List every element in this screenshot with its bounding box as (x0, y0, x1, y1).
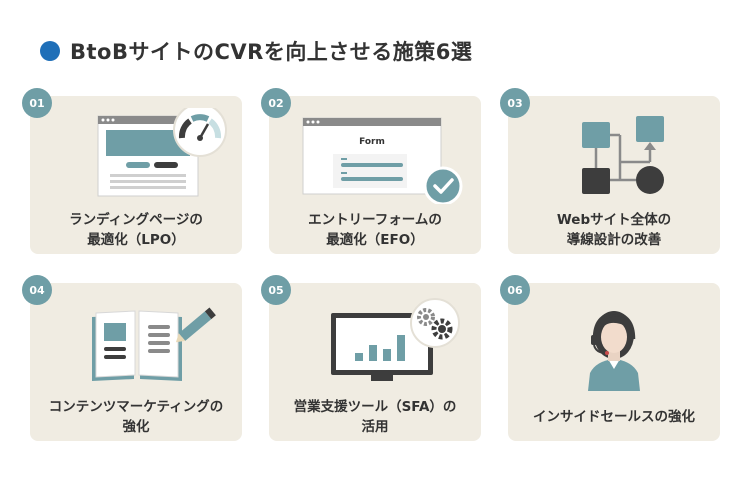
card-label: ランディングページの 最適化（LPO） (69, 212, 203, 248)
flowchart-icon (582, 116, 664, 194)
card-site-flow: 03 Webサイト全体の 導線設計の改善 (500, 88, 720, 254)
card-number-badge: 04 (22, 275, 52, 305)
card-label: 営業支援ツール（SFA）の 活用 (293, 399, 457, 435)
form-heading: Form (359, 137, 385, 147)
card-sfa: 05 営業支援ツール（SFA）の 活用 (261, 275, 481, 441)
card-number-badge: 02 (261, 88, 291, 118)
page-title: BtoBサイトのCVRを向上させる施策6選 (70, 40, 473, 64)
form-check-icon: Form (302, 117, 463, 204)
card-inside-sales: 06 インサイドセールスの強化 (500, 275, 720, 441)
card-number-badge: 03 (500, 88, 530, 118)
card-number-badge: 01 (22, 88, 52, 118)
card-label: エントリーフォームの 最適化（EFO） (308, 212, 442, 248)
title-bullet-icon (40, 41, 60, 61)
headset-operator-icon (588, 311, 640, 391)
card-lpo: 01 ランディングページの 最適化（LPO） (22, 88, 242, 254)
page-title-row: BtoBサイトのCVRを向上させる施策6選 (40, 36, 472, 66)
landing-page-gauge-icon (97, 108, 227, 197)
card-number-badge: 06 (500, 275, 530, 305)
card-efo: 02 Form エントリーフォームの 最適化（EFO） (261, 88, 481, 254)
card-content-marketing: 04 コンテンツマーケティングの 強化 (22, 275, 242, 441)
card-label: インサイドセールスの強化 (533, 409, 695, 425)
card-label: コンテンツマーケティングの 強化 (48, 399, 224, 435)
monitor-chart-gears-icon (331, 298, 460, 381)
card-label: Webサイト全体の 導線設計の改善 (556, 212, 672, 248)
card-number-badge: 05 (261, 275, 291, 305)
book-pencil-icon (92, 307, 216, 381)
